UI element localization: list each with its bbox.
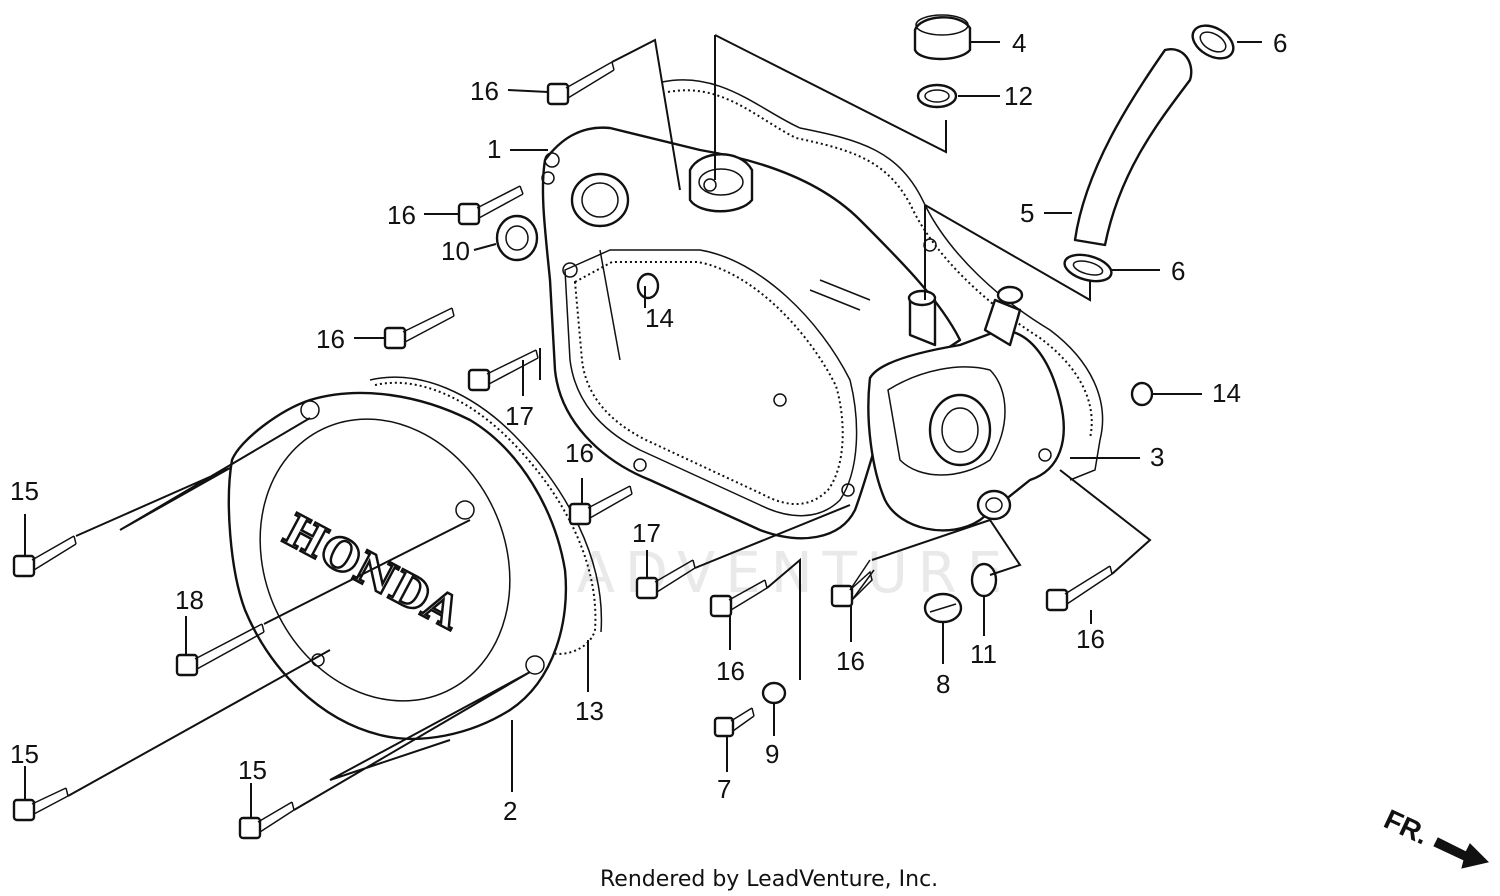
callout-9: 9 <box>765 739 779 769</box>
dowel-pin-14-left <box>636 272 660 300</box>
drain-plug-8 <box>923 592 963 624</box>
callout-11: 11 <box>970 639 997 669</box>
callout-15-lower-mid: 15 <box>238 755 267 785</box>
callout-18: 18 <box>175 585 204 615</box>
callout-3: 3 <box>1150 442 1164 472</box>
callout-15-lower-left: 15 <box>10 739 39 769</box>
washer-11 <box>970 562 998 598</box>
bolt-16-upper-left <box>457 185 524 226</box>
callout-16-lower-a: 16 <box>716 656 745 686</box>
watermark: LEADVENTURE <box>490 541 1012 606</box>
callout-7: 7 <box>717 774 731 804</box>
bolt-17-upper <box>467 349 539 392</box>
callout-6-upper: 6 <box>1273 28 1287 58</box>
callout-8: 8 <box>936 669 950 699</box>
callout-16-mid-left: 16 <box>316 324 345 354</box>
hose-clamp-upper <box>1191 24 1235 60</box>
callout-6-lower: 6 <box>1171 256 1185 286</box>
callout-15-upper: 15 <box>10 476 39 506</box>
bolt-16-mid-left <box>383 307 455 350</box>
front-arrow-icon <box>1433 837 1489 869</box>
callout-16-right: 16 <box>1076 624 1105 654</box>
bolt-16-top <box>546 61 615 106</box>
bolt-16-lower-b <box>830 559 875 608</box>
right-crankcase-cover <box>541 126 962 540</box>
bolt-16-lower-a <box>709 579 768 618</box>
callout-16-top: 16 <box>470 76 499 106</box>
dowel-pin-14-right <box>1130 381 1154 407</box>
callout-16-lower-b: 16 <box>836 646 865 676</box>
callout-12: 12 <box>1004 81 1033 111</box>
callout-14-left: 14 <box>645 303 674 333</box>
callout-13: 13 <box>575 696 604 726</box>
bolt-7 <box>713 707 755 738</box>
water-hose <box>1073 48 1193 247</box>
oil-seal-10 <box>495 214 539 262</box>
callout-14-right: 14 <box>1212 378 1241 408</box>
callout-2: 2 <box>503 796 517 826</box>
washer-9 <box>761 681 787 705</box>
callout-16-center: 16 <box>565 438 594 468</box>
bolt-15-lower-left <box>12 787 69 822</box>
bolt-18 <box>175 623 265 677</box>
callout-4: 4 <box>1012 28 1026 58</box>
bolt-15-upper <box>12 535 77 578</box>
clutch-cover: HONDA <box>227 376 603 741</box>
bolt-16-right <box>1045 565 1113 612</box>
bolt-17-lower <box>635 559 696 600</box>
callout-leaders <box>24 41 1262 818</box>
fr-label: FR. <box>1379 803 1433 850</box>
oil-filler-cap <box>913 14 972 61</box>
water-pump-cover <box>867 285 1065 532</box>
callout-1: 1 <box>487 134 501 164</box>
bolt-16-center <box>568 485 633 526</box>
callout-10: 10 <box>441 236 470 266</box>
callout-5: 5 <box>1020 198 1034 228</box>
callout-17-lower: 17 <box>632 518 661 548</box>
hose-clamp-lower <box>1063 253 1113 283</box>
bolt-15-lower-mid <box>238 801 295 840</box>
callout-17-upper: 17 <box>505 401 534 431</box>
callout-16-upper-left: 16 <box>387 200 416 230</box>
callout-labels: 1 2 3 4 5 6 6 7 8 9 10 11 12 13 14 14 15… <box>10 28 1287 826</box>
front-direction-indicator: FR. <box>1379 803 1489 869</box>
credit-text: Rendered by LeadVenture, Inc. <box>600 867 938 892</box>
guide-lines <box>67 34 1152 811</box>
o-ring-12 <box>916 83 958 109</box>
